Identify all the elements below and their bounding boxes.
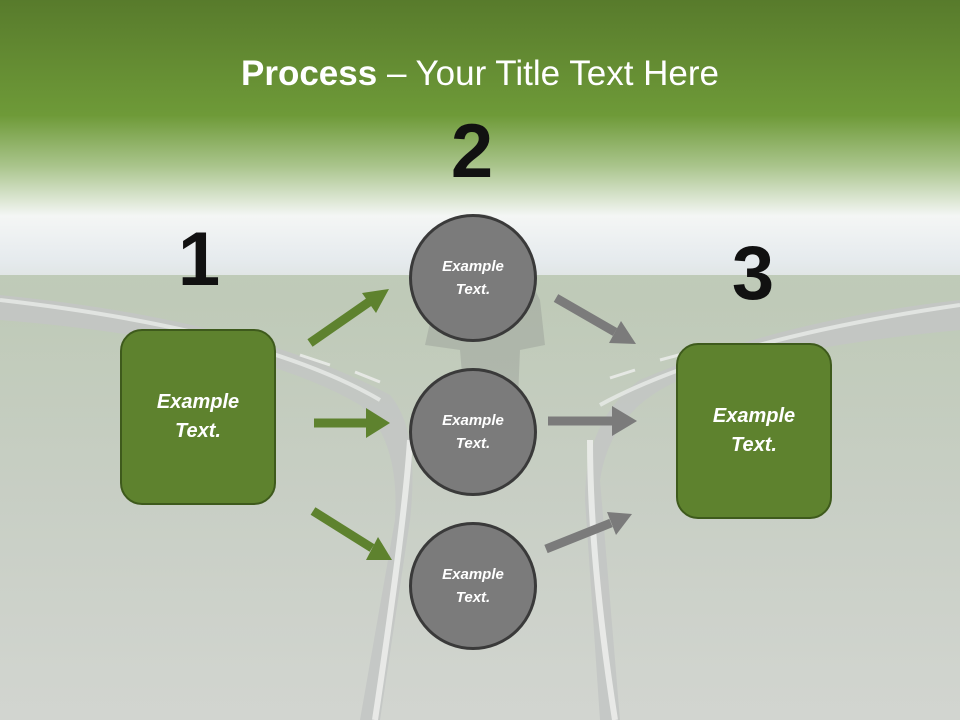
circle-middle-line-2: Text. (455, 435, 491, 452)
circle-middle-line-1: Example (442, 412, 504, 429)
step-number-3: 3 (731, 231, 775, 316)
left-box-line-1: Example (156, 391, 240, 413)
left-box-line-2: Text. (175, 420, 221, 442)
circle-top-line-2: Text. (455, 281, 491, 298)
title-bold: Process (241, 54, 378, 93)
green-arrow-right (314, 408, 390, 438)
circle-top-line-1: Example (442, 258, 504, 275)
circle-bottom-line-1: Example (442, 566, 504, 583)
step-number-2: 2 (450, 109, 494, 194)
slide-title: Process – Your Title Text Here (0, 52, 960, 96)
title-rest: – Your Title Text Here (377, 54, 719, 93)
green-arrow-up (307, 289, 389, 347)
step-number-1: 1 (177, 217, 221, 302)
gray-arrow-up (544, 512, 632, 554)
green-arrow-down (310, 507, 392, 560)
circle-bottom-line-2: Text. (455, 589, 491, 606)
gray-arrow-right (548, 406, 637, 436)
right-box-line-2: Text. (731, 434, 777, 456)
right-box-line-1: Example (712, 405, 796, 427)
gray-arrow-down (553, 294, 636, 344)
